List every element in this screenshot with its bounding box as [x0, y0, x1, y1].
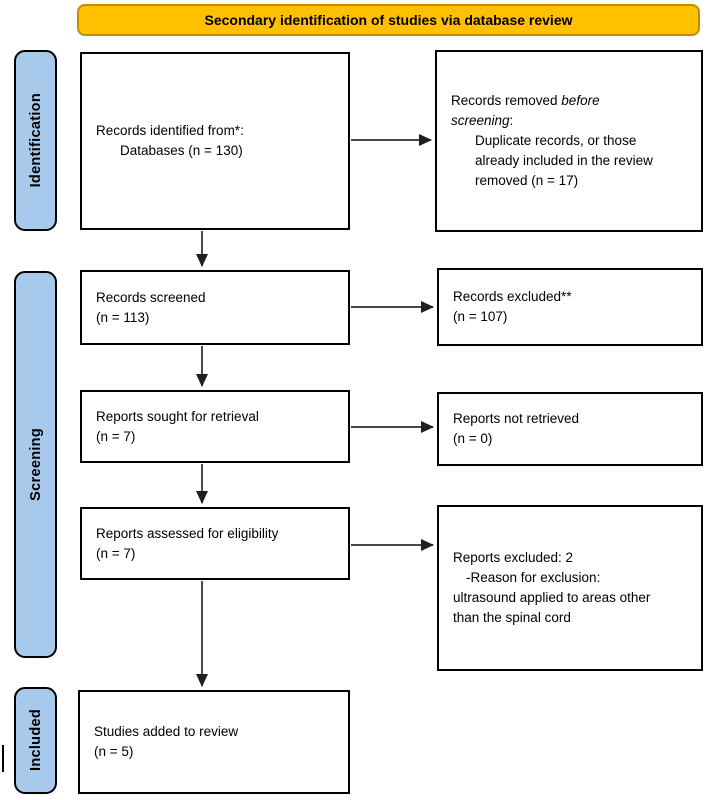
stage-identification-text: Identification: [27, 93, 44, 188]
box-records-excluded: Records excluded** (n = 107): [437, 268, 703, 346]
stage-label-screening: Screening: [14, 271, 57, 658]
stage-label-identification: Identification: [14, 50, 57, 231]
records-removed-line1: Records removed before: [451, 93, 600, 108]
diagram-title-text: Secondary identification of studies via …: [204, 12, 573, 28]
box-records-removed: Records removed before screening: Duplic…: [435, 50, 703, 232]
box-records-screened: Records screened (n = 113): [80, 270, 350, 345]
box-records-removed-text: Records removed before screening: Duplic…: [437, 87, 661, 195]
left-edge-mark: [2, 745, 4, 772]
box-studies-added: Studies added to review (n = 5): [78, 690, 350, 794]
box-reports-assessed: Reports assessed for eligibility (n = 7): [80, 507, 350, 580]
records-removed-detail: Duplicate records, or those already incl…: [475, 133, 653, 188]
stage-screening-text: Screening: [27, 428, 44, 501]
box-reports-sought-text: Reports sought for retrieval (n = 7): [96, 408, 259, 444]
box-records-identified-text: Records identified from*: Databases (n =…: [82, 117, 252, 165]
box-reports-not-retrieved-text: Reports not retrieved (n = 0): [453, 411, 580, 446]
stage-included-text: Included: [27, 709, 44, 772]
box-reports-excluded-reason: Reports excluded: 2 -Reason for exclusio…: [437, 505, 703, 671]
diagram-title: Secondary identification of studies via …: [77, 4, 700, 36]
box-records-identified: Records identified from*: Databases (n =…: [80, 52, 350, 230]
box-records-screened-text: Records screened (n = 113): [96, 289, 206, 325]
stage-label-included: Included: [14, 687, 57, 794]
records-identified-line2: Databases (n = 130): [120, 143, 243, 158]
box-reports-not-retrieved: Reports not retrieved (n = 0): [437, 392, 703, 466]
box-reports-assessed-text: Reports assessed for eligibility (n = 7): [96, 525, 279, 561]
box-studies-added-text: Studies added to review (n = 5): [94, 724, 239, 759]
records-identified-line1: Records identified from*:: [96, 123, 244, 138]
box-reports-excluded-text: Reports excluded: 2 -Reason for exclusio…: [453, 550, 651, 625]
records-removed-line2: screening:: [451, 113, 514, 128]
box-records-excluded-text: Records excluded** (n = 107): [453, 289, 572, 324]
box-reports-sought: Reports sought for retrieval (n = 7): [80, 390, 350, 463]
